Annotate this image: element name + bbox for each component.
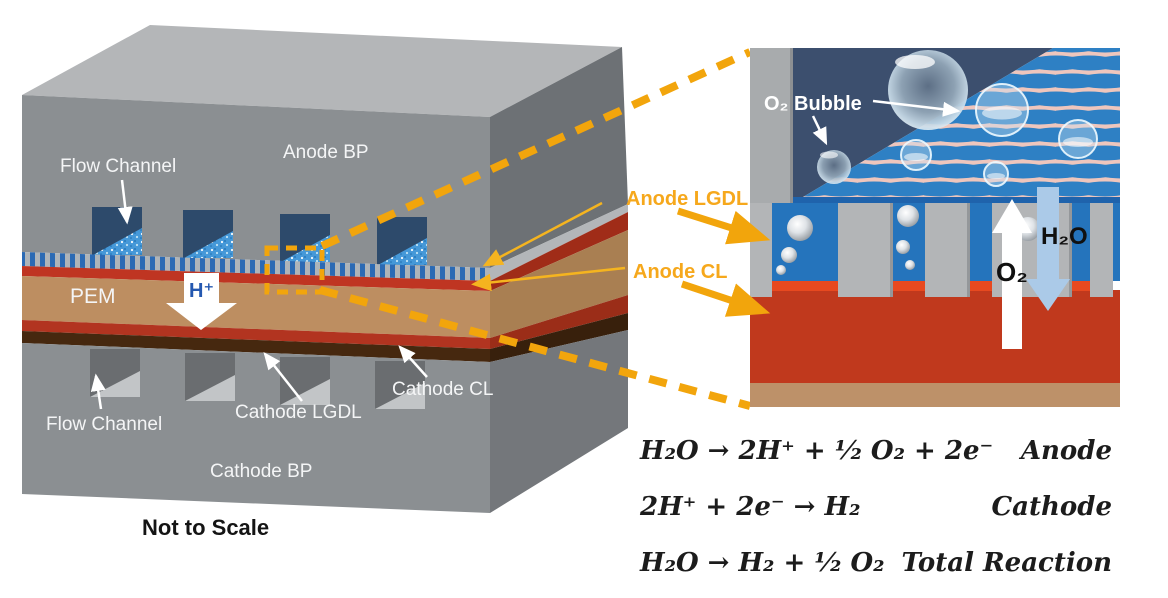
magnifier-box bbox=[264, 245, 325, 295]
anode-bp-label: Anode BP bbox=[283, 142, 369, 163]
cathode-flow-channels bbox=[90, 349, 425, 409]
mesh-front-edge bbox=[793, 197, 1120, 208]
anode-cl-layer bbox=[22, 266, 490, 291]
pem-label: PEM bbox=[70, 285, 116, 308]
flow-channel bbox=[377, 217, 427, 265]
cathode-bp-right-face bbox=[490, 330, 628, 513]
anode-bp-top-face bbox=[22, 25, 622, 117]
h2o-down-arrow bbox=[1026, 187, 1070, 311]
total-reaction-label: Total Reaction bbox=[902, 548, 1112, 578]
o2-bubble bbox=[900, 139, 932, 171]
o2-bubble bbox=[983, 161, 1009, 187]
cathode-bp-label: Cathode BP bbox=[210, 461, 312, 482]
lgdl-channels bbox=[772, 203, 1120, 291]
anode-flow-channels bbox=[92, 207, 427, 265]
cathode-lgdl-pointer bbox=[263, 352, 303, 402]
o2-bubble-pointer-long bbox=[872, 99, 961, 117]
flow-channel bbox=[185, 353, 235, 401]
anode-cl-arrow-thin bbox=[471, 266, 626, 292]
anode-lgdl-arrow-thick bbox=[676, 207, 771, 245]
anode-reaction-equation: H₂O → 2H⁺ + ¹⁄₂ O₂ + 2e⁻ bbox=[639, 436, 993, 466]
cathode-cl-pointer bbox=[398, 345, 428, 378]
anode-lgdl-callout: Anode LGDL bbox=[482, 188, 771, 267]
water-triangle bbox=[184, 231, 233, 258]
pem-layer bbox=[22, 276, 490, 338]
o2-bubble bbox=[897, 205, 919, 227]
cathode-lgdl-layer bbox=[22, 331, 490, 362]
cathode-cl-layer bbox=[22, 320, 490, 349]
anode-lgdl-arrow-thin bbox=[482, 201, 603, 267]
o2-bubble-label: O₂ Bubble bbox=[764, 93, 862, 115]
anode-cl-callout: Anode CL bbox=[471, 261, 771, 317]
stack-right-edges bbox=[490, 204, 628, 513]
o2-bubble bbox=[787, 215, 813, 241]
flow-channel bbox=[183, 210, 233, 258]
total-reaction-equation: H₂O → H₂ + ¹⁄₂ O₂ bbox=[639, 548, 885, 578]
o2-bubble bbox=[905, 260, 915, 270]
anode-lgdl-label: Anode LGDL bbox=[626, 188, 748, 210]
h2o-label: H₂O bbox=[1041, 223, 1088, 250]
cell-stack: H⁺ Flow Channel Anode BP PEM Flow Channe… bbox=[22, 25, 628, 540]
flow-channel bbox=[375, 361, 425, 409]
o2-bubble bbox=[975, 83, 1029, 137]
flow-channel bbox=[92, 207, 142, 255]
pem-magnified bbox=[750, 383, 1120, 407]
flow-channel-bottom-label: Flow Channel bbox=[46, 414, 162, 435]
h-plus-label: H⁺ bbox=[189, 280, 214, 302]
cathode-lgdl-label: Cathode LGDL bbox=[235, 402, 362, 423]
anode-cl-label: Anode CL bbox=[633, 261, 727, 283]
cathode-reaction-label: Cathode bbox=[991, 492, 1112, 522]
zoom-connector-top bbox=[320, 48, 752, 250]
zoom-connector-bottom bbox=[318, 286, 752, 410]
water-triangle bbox=[93, 228, 142, 255]
anode-bp-right-face bbox=[490, 47, 628, 268]
cathode-cl-label: Cathode CL bbox=[392, 379, 493, 400]
upper-land bbox=[750, 48, 793, 203]
flow-channel-top-label: Flow Channel bbox=[60, 156, 176, 177]
anode-reaction-label: Anode bbox=[1018, 436, 1112, 466]
anode-cl-arrow-thick bbox=[680, 280, 771, 317]
water-triangle bbox=[378, 238, 427, 265]
cathode-reaction-equation: 2H⁺ + 2e⁻ → H₂ bbox=[639, 492, 860, 522]
o2-bubble bbox=[781, 247, 797, 263]
anode-cl-magnified bbox=[750, 290, 1120, 385]
o2-bubble bbox=[776, 265, 786, 275]
lgdl-mesh-surface bbox=[793, 48, 1120, 203]
not-to-scale-label: Not to Scale bbox=[142, 515, 269, 540]
flow-channel bbox=[280, 357, 330, 405]
flow-channel-bottom-pointer bbox=[90, 373, 106, 410]
o2-bubble-pointer-short bbox=[811, 115, 828, 146]
anode-lgdl-band bbox=[22, 252, 490, 281]
magnified-panel: H₂O O₂ O₂ Bubble bbox=[750, 48, 1120, 407]
h-plus-arrow: H⁺ bbox=[166, 273, 237, 330]
o2-label: O₂ bbox=[996, 257, 1028, 287]
reaction-equations: H₂O → 2H⁺ + ¹⁄₂ O₂ + 2e⁻ Anode 2H⁺ + 2e⁻… bbox=[639, 436, 1112, 578]
o2-bubble bbox=[896, 240, 910, 254]
o2-bubble bbox=[817, 150, 851, 184]
flow-channel-top-pointer bbox=[117, 179, 133, 225]
o2-bubble bbox=[1058, 119, 1098, 159]
o2-up-arrow bbox=[992, 199, 1032, 349]
